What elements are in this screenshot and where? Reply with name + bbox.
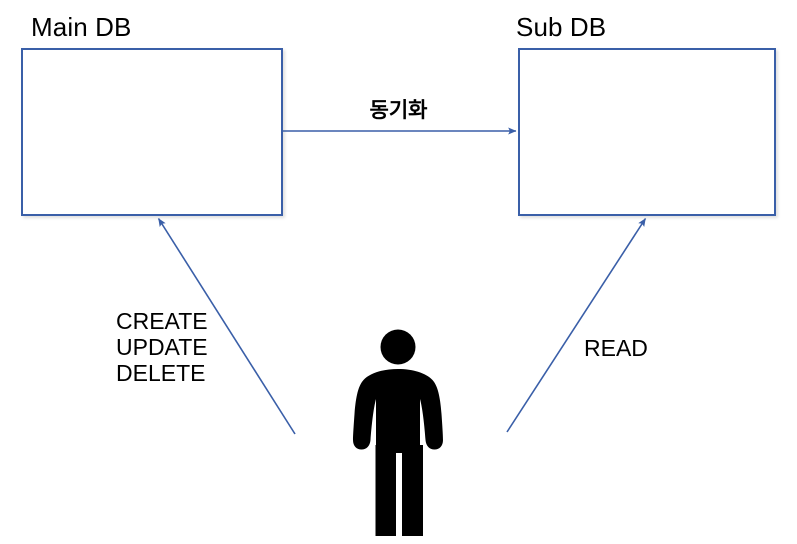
write-label-line-delete: DELETE xyxy=(116,360,206,386)
user-person-icon xyxy=(353,329,443,536)
sub-db-node[interactable] xyxy=(518,48,776,216)
write-label-line-update: UPDATE xyxy=(116,334,208,360)
main-db-node[interactable] xyxy=(21,48,283,216)
person-torso-icon xyxy=(353,369,443,450)
main-db-title: Main DB xyxy=(31,12,132,42)
sub-db-title: Sub DB xyxy=(516,12,607,42)
sync-edge-label: 동기화 xyxy=(369,99,428,122)
read-edge-label: READ xyxy=(584,335,648,361)
person-head-icon xyxy=(380,329,416,365)
read-arrow xyxy=(506,218,647,433)
write-label-line-create: CREATE xyxy=(116,308,208,334)
person-legs-icon xyxy=(375,445,423,536)
